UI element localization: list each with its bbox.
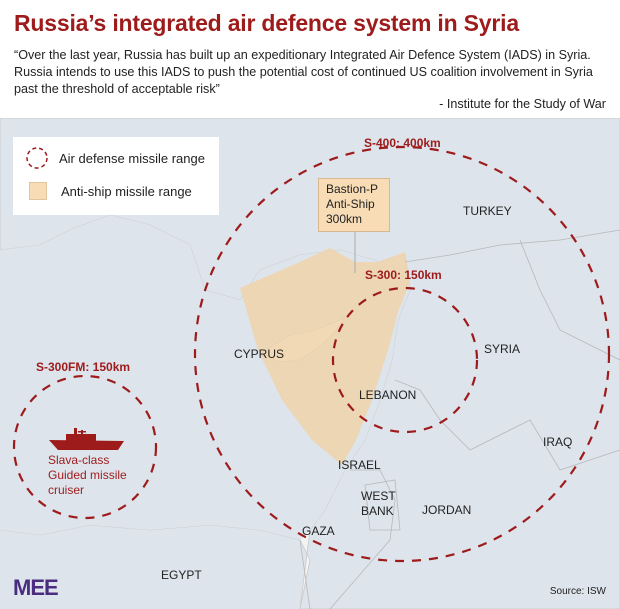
legend-item-air-defense: Air defense missile range (25, 146, 205, 170)
ship-icon (49, 428, 124, 450)
header: Russia’s integrated air defence system i… (0, 0, 620, 118)
borders (299, 229, 620, 609)
ship-line: Guided missile (48, 468, 127, 482)
country-syria: SYRIA (484, 342, 521, 356)
legend-label: Air defense missile range (59, 150, 205, 166)
s300fm-label: S-300FM: 150km (36, 360, 131, 374)
dashed-circle-icon (26, 147, 48, 169)
country-jordan: JORDAN (422, 503, 472, 517)
map (0, 118, 620, 609)
country-turkey: TURKEY (463, 204, 512, 218)
s400-range-circle (193, 145, 611, 563)
ship-line: Slava-class (48, 453, 110, 467)
quote-attribution: - Institute for the Study of War (439, 97, 606, 111)
country-west-bank: WEST BANK (361, 489, 396, 519)
bastion-line: Bastion-P (326, 182, 379, 196)
source-label: Source: ISW (549, 586, 606, 597)
swatch-icon (29, 182, 47, 200)
anti-ship-range (240, 248, 410, 465)
quote: “Over the last year, Russia has built up… (14, 48, 593, 96)
s300-range-circle (331, 286, 479, 434)
page-title: Russia’s integrated air defence system i… (14, 10, 519, 36)
legend-label: Anti-ship missile range (61, 183, 192, 199)
country-israel: ISRAEL (338, 458, 381, 472)
country-cyprus: CYPRUS (234, 347, 285, 361)
bastion-line: Anti-Ship (326, 197, 375, 211)
mee-logo: MEE (13, 575, 59, 600)
bastion-label: Bastion-P Anti-Ship 300km (318, 178, 390, 232)
ship-label: Slava-class Guided missile cruiser (48, 453, 127, 498)
country-gaza: GAZA (302, 524, 335, 538)
country-lebanon: LEBANON (359, 388, 417, 402)
legend-item-anti-ship: Anti-ship missile range (25, 182, 192, 200)
west-bank-line: WEST (361, 489, 396, 503)
legend: Air defense missile range Anti-ship miss… (13, 137, 219, 215)
ship-line: cruiser (48, 483, 85, 497)
west-bank-line: BANK (361, 504, 394, 518)
s400-label: S-400: 400km (364, 136, 441, 150)
s300fm-range-circle (12, 374, 158, 520)
country-iraq: IRAQ (543, 435, 573, 449)
s300-label: S-300: 150km (365, 268, 442, 282)
bastion-line: 300km (326, 212, 363, 226)
country-egypt: EGYPT (161, 568, 202, 582)
